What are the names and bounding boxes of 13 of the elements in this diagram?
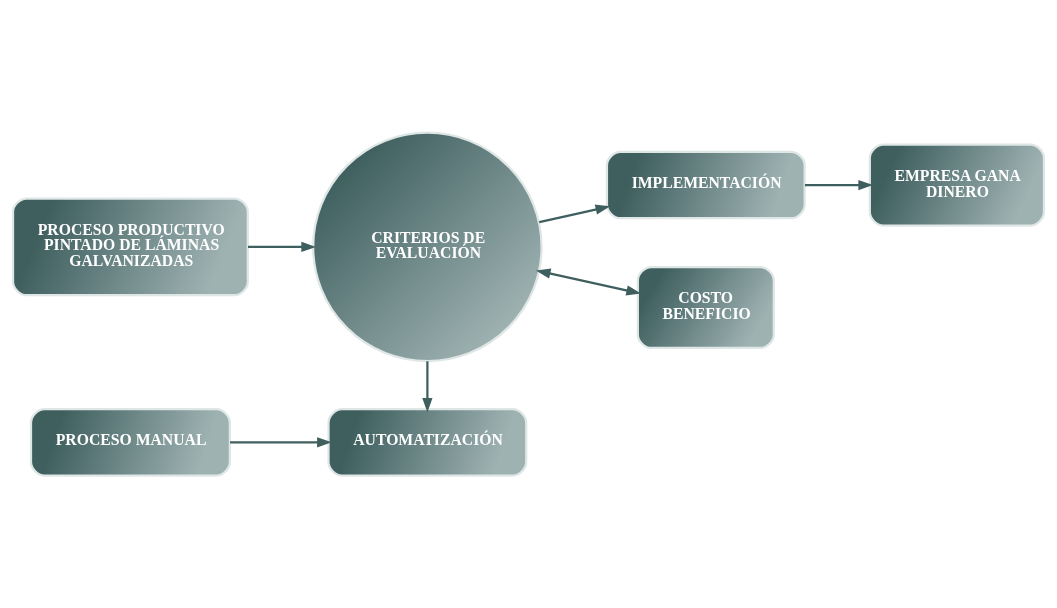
node-box: PROCESO MANUAL: [29, 408, 231, 477]
arrow: [535, 268, 641, 296]
arrow: [804, 179, 873, 191]
node-box: PROCESO PRODUCTIVO PINTADO DE LÁMINAS GALVANIZADAS: [11, 197, 249, 297]
node-box: COSTO BENEFICIO: [636, 266, 775, 350]
arrow: [422, 361, 433, 413]
node-circle: CRITERIOS DE EVALUACIÓN: [312, 131, 543, 363]
arrow: [248, 241, 316, 252]
node-box: IMPLEMENTACIÓN: [605, 150, 806, 220]
node-box: AUTOMATIZACIÓN: [327, 408, 528, 477]
arrow: [230, 437, 332, 448]
node-box: EMPRESA GANA DINERO: [868, 143, 1046, 227]
arrow: [539, 204, 611, 224]
